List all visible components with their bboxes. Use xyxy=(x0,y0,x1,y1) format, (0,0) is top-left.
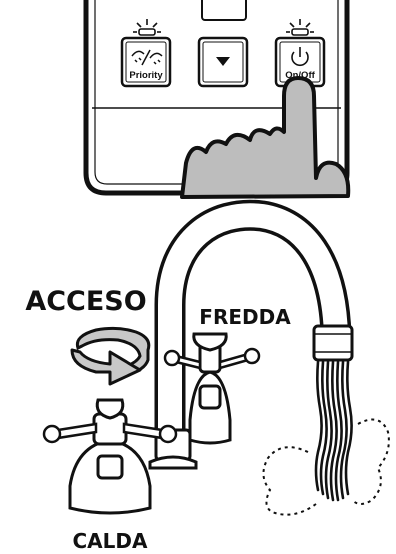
calda-label: CALDA xyxy=(73,529,149,553)
acceso-label: ACCESO xyxy=(25,286,146,317)
rotation-arrow-icon xyxy=(72,328,149,384)
priority-label: Priority xyxy=(129,70,163,81)
down-arrow-button[interactable] xyxy=(199,38,247,86)
fredda-label: FREDDA xyxy=(199,305,291,329)
water-stream xyxy=(316,362,352,500)
top-button[interactable] xyxy=(202,0,246,20)
spout-nozzle xyxy=(314,326,352,360)
priority-button[interactable]: Priority xyxy=(122,38,170,86)
